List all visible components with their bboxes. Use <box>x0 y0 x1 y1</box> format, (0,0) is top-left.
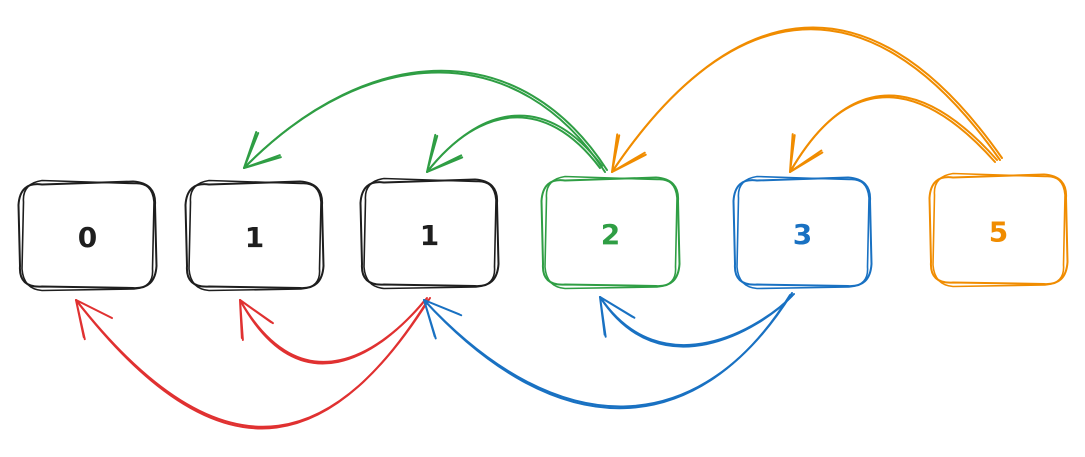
node-outline <box>540 176 681 288</box>
arrow-green-3-to-1 <box>243 69 608 173</box>
node-label: 1 <box>420 219 439 252</box>
arrow-red-2-to-1 <box>239 297 428 365</box>
node-label: 3 <box>793 218 812 251</box>
node-outline <box>184 180 325 290</box>
arrow-blue-4-to-3 <box>599 293 795 348</box>
arrow-head <box>611 133 647 173</box>
edges-layer <box>75 26 1003 430</box>
arrow-head <box>789 133 824 173</box>
node-outline-sketch <box>932 172 1066 288</box>
node-label: 5 <box>989 216 1008 249</box>
node-outline <box>928 173 1069 286</box>
arrow-head <box>423 299 463 340</box>
node-outline-sketch <box>188 179 322 292</box>
arrow-blue-4-to-2 <box>423 292 793 410</box>
arrow-shaft <box>239 297 428 363</box>
arrow-shaft <box>75 297 431 428</box>
arrow-shaft <box>239 299 426 365</box>
arrow-shaft <box>426 114 603 173</box>
arrow-shaft <box>599 295 793 348</box>
arrow-orange-5-to-4 <box>789 94 998 173</box>
arrow-head <box>243 131 282 169</box>
node-outline <box>359 178 500 288</box>
node-label: 0 <box>78 221 97 254</box>
arrow-head <box>426 133 464 173</box>
arrow-shaft <box>789 94 998 173</box>
node-label: 2 <box>601 218 620 251</box>
node-box-2: 1 <box>359 177 500 290</box>
node-box-1: 1 <box>184 179 325 292</box>
node-outline-sketch <box>21 179 155 292</box>
boxes-layer: 0 1 1 2 3 5 <box>17 172 1069 292</box>
arrow-shaft <box>599 293 795 346</box>
node-box-3: 2 <box>540 175 681 290</box>
arrow-green-3-to-2 <box>426 114 603 173</box>
arrow-head <box>599 296 636 338</box>
node-outline-sketch <box>544 175 678 290</box>
node-outline <box>17 180 158 290</box>
arrow-shaft <box>611 26 1003 173</box>
arrow-head <box>239 299 274 341</box>
node-box-5: 5 <box>928 172 1069 288</box>
node-outline-sketch <box>736 175 870 290</box>
arrow-red-2-to-0 <box>75 297 431 430</box>
node-box-4: 3 <box>732 175 873 290</box>
arrow-head <box>75 299 113 341</box>
arrow-shaft <box>243 69 608 171</box>
node-label: 1 <box>245 221 264 254</box>
node-outline-sketch <box>363 177 497 290</box>
node-box-0: 0 <box>17 179 158 292</box>
node-outline <box>732 176 873 288</box>
arrow-shaft <box>423 292 793 408</box>
arrow-orange-5-to-3 <box>611 26 1003 173</box>
